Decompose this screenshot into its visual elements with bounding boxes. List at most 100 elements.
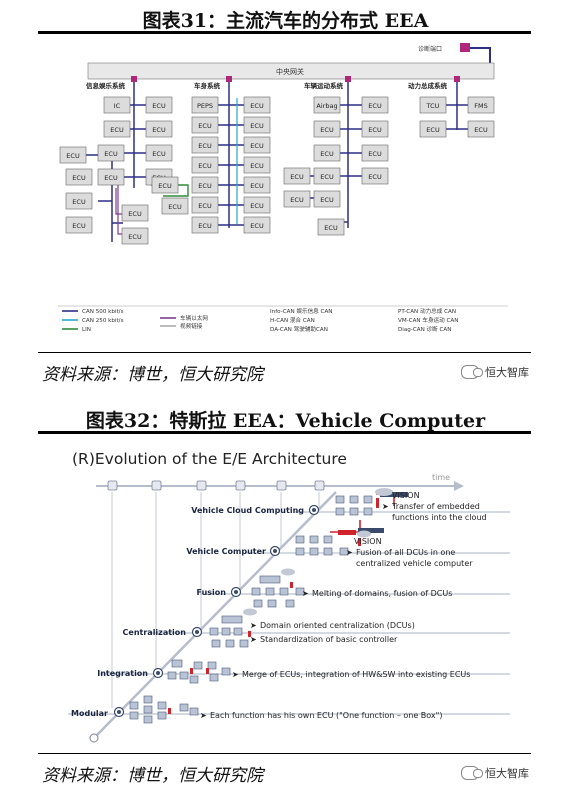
node-label: FMS	[474, 102, 487, 110]
ecu-node: ECU	[191, 136, 219, 154]
ecu-node: ECU	[121, 204, 149, 222]
domain-label: 车辆运动系统	[304, 81, 344, 90]
legend-label: 车辆以太网	[180, 314, 208, 322]
bullet-arrow: ➤	[200, 711, 207, 720]
ecu-node: ECU	[65, 216, 93, 234]
figure-32-source: 资料来源：博世，恒大研究院	[42, 766, 263, 786]
node-label: ECU	[168, 203, 182, 211]
ecu-node: ECU	[313, 144, 341, 162]
ecu-node: ECU	[145, 144, 173, 162]
figure-32-diagram: (R)Evolution of the E/E Architecture tim…	[68, 450, 510, 743]
diag-port-label: 诊断端口	[418, 45, 442, 53]
node-label: ECU	[250, 162, 264, 170]
stage-description: Transfer of embedded	[391, 502, 480, 511]
figure-32-bottom-rule	[38, 753, 531, 754]
node-label: ECU	[320, 126, 334, 134]
gateway-port	[454, 76, 460, 82]
ecu-node: ECU	[283, 190, 311, 208]
domain-label: 车身系统	[194, 81, 221, 90]
stage-description: Melting of domains, fusion of DCUs	[312, 589, 452, 598]
gateway-label: 中央网关	[276, 67, 304, 76]
legend-label: CAN 500 kbit/s	[82, 309, 124, 315]
ecu-node: ECU	[145, 120, 173, 138]
node-label: ECU	[72, 222, 86, 230]
ecu-node: ECU	[243, 116, 271, 134]
ecu-node: Airbag	[313, 96, 341, 114]
ecu-node: ECU	[243, 136, 271, 154]
stage-label: Integration	[97, 669, 148, 678]
node-label: ECU	[250, 182, 264, 190]
node-label: ECU	[368, 173, 382, 181]
ecu-node: ECU	[97, 144, 125, 162]
stage-label: Centralization	[123, 628, 187, 637]
node-label: TCU	[426, 102, 440, 110]
ecu-node: ECU	[161, 197, 189, 215]
ecu-node: ECU	[191, 116, 219, 134]
node-label: ECU	[290, 196, 304, 204]
node-label: ECU	[250, 102, 264, 110]
node-label: ECU	[198, 182, 212, 190]
node-label: ECU	[198, 122, 212, 130]
ecu-node: ECU	[191, 176, 219, 194]
wechat-icon	[461, 766, 483, 780]
ecu-node: ECU	[191, 156, 219, 174]
stage-label: Vehicle Computer	[186, 547, 266, 556]
ecu-node: ECU	[313, 167, 341, 185]
node-label: ECU	[198, 222, 212, 230]
gateway-port	[345, 76, 351, 82]
vision-label: VISION	[392, 491, 420, 500]
evolution-heading: (R)Evolution of the E/E Architecture	[72, 450, 347, 468]
ecu-node: ECU	[59, 146, 87, 164]
ecu-node: ECU	[151, 176, 179, 194]
watermark-text: 恒大智库	[485, 767, 529, 780]
legend: CAN 500 kbit/s CAN 250 kbit/s LIN 车辆以太网 …	[58, 305, 508, 333]
domain-label: 动力总成系统	[408, 81, 448, 90]
node-label: ECU	[152, 150, 166, 158]
stage-label: Modular	[71, 709, 108, 718]
legend-label: DA-CAN 驾驶辅助CAN	[270, 325, 328, 333]
node-label: ECU	[198, 202, 212, 210]
ecu-node: PEPS	[191, 96, 219, 114]
node-label: ECU	[110, 126, 124, 134]
node-label: ECU	[66, 152, 80, 160]
ecu-node: ECU	[243, 96, 271, 114]
figure-32-title: 图表32：特斯拉 EEA：Vehicle Computer	[85, 410, 486, 432]
legend-label: LIN	[82, 327, 91, 333]
bullet-arrow: ➤	[250, 635, 257, 644]
legend-label: PT-CAN 动力总成 CAN	[398, 307, 456, 315]
ecu-node: ECU	[467, 120, 495, 138]
stage-description: Merge of ECUs, integration of HW&SW into…	[242, 670, 470, 679]
stage-label: Fusion	[197, 588, 227, 597]
ecu-node: ECU	[317, 218, 345, 236]
stage-description: functions into the cloud	[392, 513, 487, 522]
ecu-node: ECU	[361, 120, 389, 138]
stage-description: Domain oriented centralization (DCUs)	[260, 621, 415, 630]
node-label: ECU	[104, 174, 118, 182]
node-label: ECU	[324, 224, 338, 232]
node-label: ECU	[290, 173, 304, 181]
stage-description: Each function has his own ECU ("One func…	[210, 711, 442, 720]
ecu-node: FMS	[467, 96, 495, 114]
node-label: ECU	[250, 222, 264, 230]
legend-label: Info-CAN 娱乐信息 CAN	[270, 307, 332, 315]
node-label: ECU	[72, 198, 86, 206]
figure-31-source: 资料来源：博世，恒大研究院	[42, 365, 263, 385]
node-label: ECU	[368, 126, 382, 134]
node-label: ECU	[250, 142, 264, 150]
ecu-node: ECU	[313, 120, 341, 138]
stage-description: Fusion of all DCUs in one	[356, 548, 455, 557]
ecu-node: ECU	[97, 168, 125, 186]
legend-label: H-CAN 混合 CAN	[270, 316, 315, 324]
watermark-text: 恒大智库	[485, 366, 529, 379]
node-label: ECU	[320, 196, 334, 204]
figure-31-top-rule	[38, 31, 531, 34]
node-label: ECU	[368, 102, 382, 110]
legend-label: VM-CAN 车身运动 CAN	[398, 316, 458, 324]
stage-description: centralized vehicle computer	[356, 559, 473, 568]
legend-label: Diag-CAN 诊断 CAN	[398, 325, 451, 333]
node-label: ECU	[128, 233, 142, 241]
ecu-node: ECU	[65, 168, 93, 186]
figure-31-bottom-rule	[38, 352, 531, 353]
ecu-node: ECU	[313, 190, 341, 208]
node-label: ECU	[128, 210, 142, 218]
